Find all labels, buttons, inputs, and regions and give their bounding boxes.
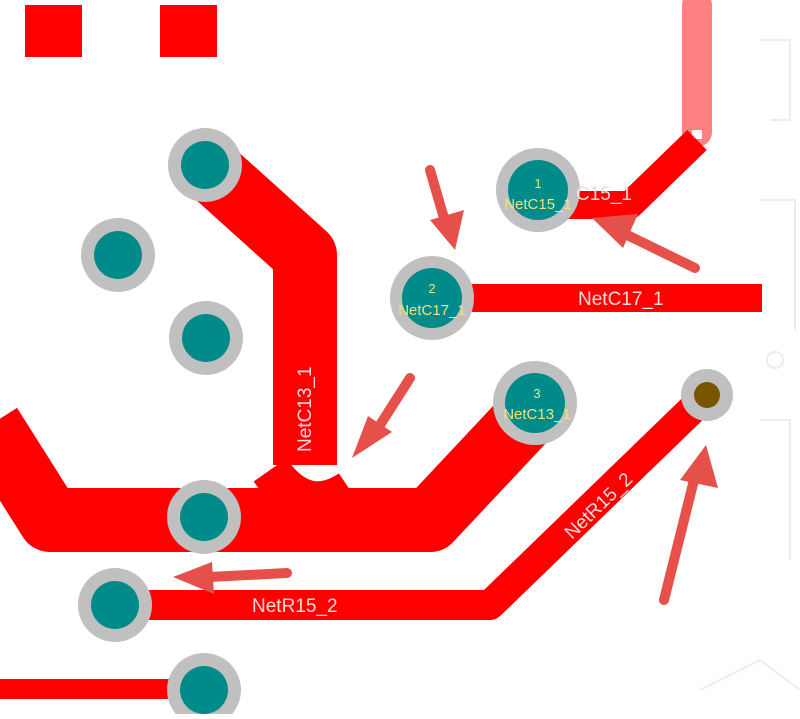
pad-2-number: 2: [428, 281, 435, 296]
arrow-icon: [352, 373, 415, 458]
label-netc15-partial: C15_1: [576, 184, 632, 205]
arrow-icon: [173, 562, 292, 594]
trace-netr15-2[interactable]: [115, 384, 718, 620]
pad-2-net: NetC17_1: [398, 302, 466, 319]
pad[interactable]: [168, 128, 242, 202]
arrow-icon: [425, 165, 464, 250]
arrow-icon: [659, 445, 718, 605]
pad-3-number: 3: [533, 386, 540, 401]
pad[interactable]: [169, 301, 243, 375]
label-netc17: NetC17_1: [578, 289, 664, 310]
trace-highlight-end-marker: [692, 130, 702, 139]
label-netc13: NetC13_1: [295, 366, 316, 452]
via-icon[interactable]: [681, 369, 733, 421]
background-watermark: [699, 39, 800, 691]
label-netr15-2-horizontal: NetR15_2: [252, 596, 338, 617]
pad-1-net: NetC15_1: [504, 196, 572, 213]
arrow-icon: [592, 214, 700, 273]
pad[interactable]: [167, 653, 241, 719]
smd-pad-right[interactable]: [160, 5, 217, 57]
pad-2[interactable]: [390, 256, 474, 340]
pad-3[interactable]: [493, 361, 577, 445]
pad-1-number: 1: [534, 176, 541, 191]
smd-pad-left[interactable]: [25, 5, 82, 57]
trace-bottom-left[interactable]: [0, 679, 175, 699]
pad[interactable]: [78, 568, 152, 642]
pad[interactable]: [167, 480, 241, 554]
pad-3-net: NetC13_1: [503, 406, 571, 423]
pad[interactable]: [81, 218, 155, 292]
pad-1[interactable]: [496, 148, 580, 232]
